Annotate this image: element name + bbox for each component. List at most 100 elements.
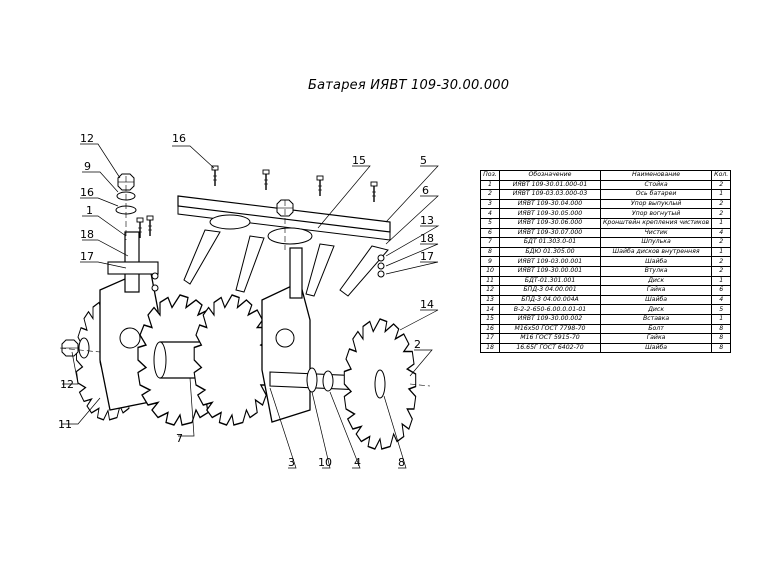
cell-position: 15 <box>480 313 500 325</box>
cell-designation: БДТ 01.303.0-01 <box>499 237 601 248</box>
disc-14-drawing-c <box>343 318 417 450</box>
cell-name: Гайка <box>599 333 713 344</box>
cell-name: Болт <box>599 323 713 335</box>
cell-position: 17 <box>480 333 500 344</box>
cell-quantity: 2 <box>711 256 732 267</box>
cell-designation: БПД-3 04.00.004А <box>499 294 601 306</box>
cell-designation: ИЯВТ 109-30.07.000 <box>499 227 601 239</box>
cell-name: Ось батареи <box>599 189 713 200</box>
cell-name: Упор выпуклый <box>599 198 713 210</box>
cell-name: Диск <box>599 275 713 287</box>
cell-name: Кронштейн крепления чистиков <box>599 217 713 229</box>
callout-14: 14 <box>420 298 434 311</box>
cell-name: Шпулька <box>599 237 713 248</box>
callout-16: 16 <box>172 132 186 145</box>
header-designation: Обозначение <box>499 170 601 181</box>
callout-2: 2 <box>414 338 421 351</box>
cell-designation: ИЯВТ 109-30.00.002 <box>499 313 601 325</box>
cell-position: 5 <box>480 217 500 229</box>
cell-position: 18 <box>480 342 500 354</box>
callout-labels: 12 9 16 1 18 17 16 15 5 6 13 18 17 14 2 … <box>58 132 434 469</box>
cell-quantity: 2 <box>711 237 732 248</box>
cell-quantity: 8 <box>711 323 732 335</box>
cell-quantity: 1 <box>711 246 732 258</box>
cell-position: 4 <box>480 208 500 219</box>
cell-name: Втулка <box>599 265 713 277</box>
cell-quantity: 1 <box>711 189 732 200</box>
cell-position: 2 <box>480 189 500 200</box>
cell-name: Гайка <box>599 285 713 296</box>
cell-position: 10 <box>480 265 500 277</box>
callout-13: 13 <box>420 214 434 227</box>
cell-quantity: 4 <box>711 294 732 306</box>
cell-quantity: 1 <box>711 275 732 287</box>
cell-quantity: 2 <box>711 198 732 210</box>
cell-name: Шайба <box>599 256 713 267</box>
cell-quantity: 2 <box>711 265 732 277</box>
cell-position: 6 <box>480 227 500 239</box>
stand-1-drawing-b <box>261 247 311 423</box>
cell-position: 16 <box>480 323 500 335</box>
cell-quantity: 5 <box>711 304 732 315</box>
cell-designation: 16.65Г ГОСТ 6402-70 <box>499 342 601 354</box>
cell-designation: В-2-2-650-6.00.0.01-01 <box>499 304 601 315</box>
cell-designation: ИЯВТ 109-30.01.000-01 <box>499 179 601 191</box>
cell-position: 13 <box>480 294 500 306</box>
callout-1: 1 <box>86 204 93 217</box>
table-header-row: Поз. Обозначение Наименование Кол. <box>480 170 732 181</box>
centre-lines <box>59 176 431 387</box>
cell-position: 9 <box>480 256 500 267</box>
cell-designation: ИЯВТ 109-30.06.000 <box>499 217 601 229</box>
cell-designation: БПД-3 04.00.001 <box>499 285 601 296</box>
cell-designation: ИЯВТ 109-30.05.000 <box>499 208 601 219</box>
header-quantity: Кол. <box>711 170 732 181</box>
cell-position: 1 <box>480 179 500 191</box>
callout-7: 7 <box>176 432 183 445</box>
cell-position: 8 <box>480 246 500 258</box>
callout-18: 18 <box>80 228 94 241</box>
cell-name: Шайба <box>599 342 713 354</box>
callout-8: 8 <box>398 456 405 469</box>
leader-lines <box>62 143 440 469</box>
header-name: Наименование <box>599 170 713 181</box>
cell-designation: ИЯВТ 109-30.00.001 <box>499 265 601 277</box>
cell-name: Шайба дисков внутренняя <box>599 246 713 258</box>
cell-position: 7 <box>480 237 500 248</box>
cell-designation: М16х50 ГОСТ 7798-70 <box>499 323 601 335</box>
cell-quantity: 8 <box>711 333 732 344</box>
cell-name: Диск <box>599 304 713 315</box>
cell-designation: М16 ГОСТ 5915-70 <box>499 333 601 344</box>
callout-4: 4 <box>354 456 361 469</box>
cell-position: 11 <box>480 275 500 287</box>
cell-name: Стойка <box>599 179 713 191</box>
cell-quantity: 1 <box>711 313 732 325</box>
drawing-title: Батарея ИЯВТ 109-30.00.000 <box>308 78 510 93</box>
cell-quantity: 1 <box>711 217 732 229</box>
cell-position: 3 <box>480 198 500 210</box>
callout-11: 11 <box>58 418 72 431</box>
callout-17: 17 <box>420 250 434 263</box>
callout-12: 12 <box>60 378 74 391</box>
cell-designation: ИЯВТ 109-03.03.000-03 <box>499 189 601 200</box>
cell-name: Шайба <box>599 294 713 306</box>
callout-12: 12 <box>80 132 94 145</box>
callout-17: 17 <box>80 250 94 263</box>
cell-quantity: 4 <box>711 227 732 239</box>
callout-10: 10 <box>318 456 332 469</box>
cell-quantity: 2 <box>711 208 732 219</box>
